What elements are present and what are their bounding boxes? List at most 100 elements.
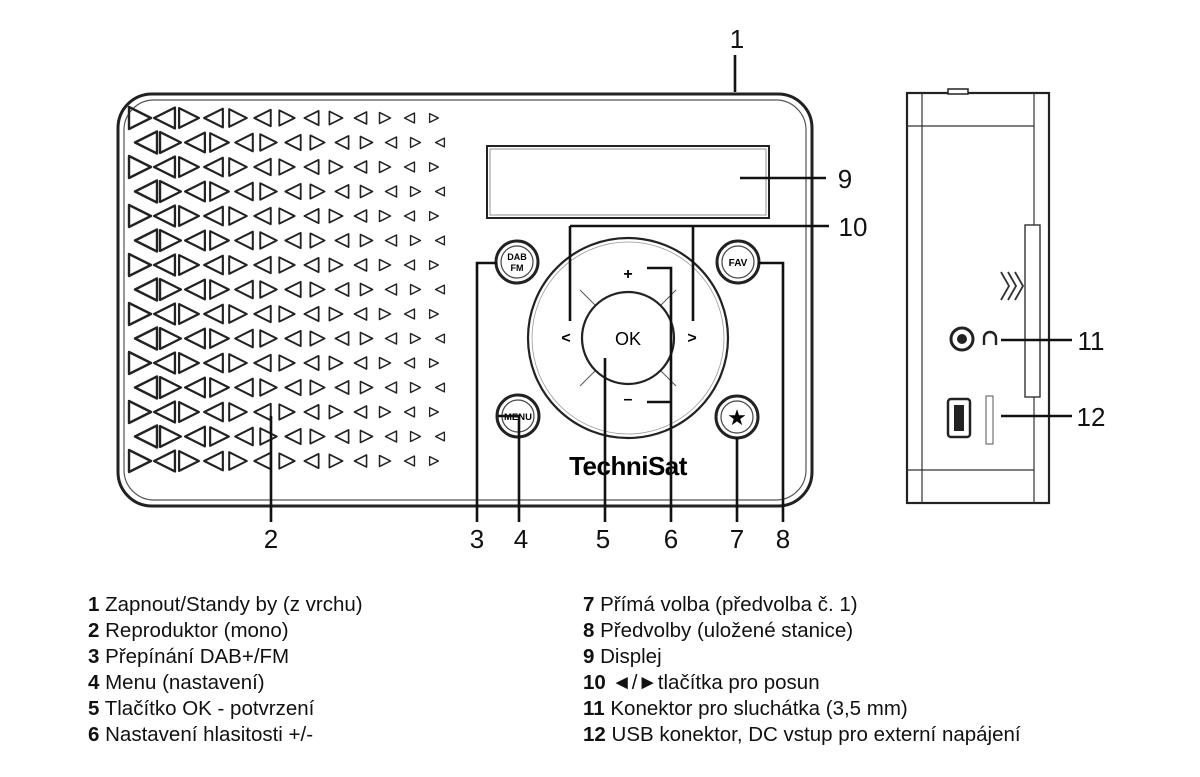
grille-hole: [428, 210, 440, 222]
dab-fm-button[interactable]: DAB FM: [494, 239, 540, 285]
grille-hole: [303, 109, 320, 127]
grille-hole: [158, 326, 183, 351]
grille-hole: [359, 380, 374, 395]
fav-label: FAV: [729, 258, 748, 269]
grille-hole: [403, 259, 416, 271]
grille-hole: [127, 301, 153, 327]
headphone-jack[interactable]: [949, 326, 975, 352]
grille-hole: [409, 136, 422, 149]
callout-1: 1: [730, 24, 744, 54]
volume-up-label[interactable]: +: [623, 266, 632, 283]
chevron-right-icon: [1000, 271, 1025, 301]
grille-hole: [409, 234, 422, 247]
grille-hole: [133, 424, 159, 449]
legend-item-8: 8 Předvolby (uložené stanice): [583, 619, 854, 642]
side-view: [905, 88, 1051, 505]
usb-port[interactable]: [946, 397, 972, 439]
legend-item-5: 5 Tlačítko OK - potvrzení: [88, 697, 315, 720]
grille-hole: [209, 230, 230, 251]
grille-hole: [234, 132, 254, 153]
grille-hole: [284, 133, 302, 152]
top-power-nub: [947, 88, 969, 95]
scroll-right-label[interactable]: >: [687, 330, 696, 347]
grille-hole: [328, 453, 344, 469]
grille-hole: [209, 377, 230, 398]
grille-hole: [434, 284, 446, 295]
grille-hole: [378, 258, 392, 272]
legend-item-2: 2 Reproduktor (mono): [88, 619, 289, 642]
grille-hole: [303, 256, 320, 274]
grille-hole: [253, 304, 272, 324]
grille-hole: [434, 137, 446, 148]
grille-hole: [203, 107, 224, 129]
grille-hole: [284, 231, 302, 250]
grille-hole: [434, 186, 446, 197]
grille-hole: [127, 154, 153, 180]
dab-label: DAB: [507, 252, 527, 262]
grille-hole: [328, 110, 344, 126]
grille-hole: [409, 381, 422, 394]
grille-hole: [378, 209, 392, 223]
grille-hole: [303, 158, 320, 176]
grille-hole: [152, 253, 177, 277]
grille-hole: [309, 428, 326, 445]
legend-item-7: 7 Přímá volba (předvolba č. 1): [583, 593, 858, 616]
grille-hole: [234, 328, 254, 349]
grille-hole: [403, 406, 416, 418]
grille-hole: [353, 160, 368, 174]
star-button[interactable]: ★: [714, 394, 760, 440]
grille-hole: [253, 206, 272, 226]
grille-hole: [359, 233, 374, 248]
grille-hole: [183, 327, 207, 350]
grille-hole: [203, 156, 224, 178]
grille-hole: [228, 255, 248, 275]
scroll-left-label[interactable]: <: [561, 330, 570, 347]
grille-hole: [203, 352, 224, 374]
grille-hole: [359, 184, 374, 199]
grille-hole: [353, 209, 368, 223]
grille-hole: [334, 331, 350, 346]
callout-9: 9: [838, 164, 852, 194]
usb-rating-mark: [985, 395, 994, 445]
grille-hole: [253, 402, 272, 422]
grille-hole: [228, 402, 248, 422]
grille-hole: [334, 282, 350, 297]
grille-hole: [328, 355, 344, 371]
grille-hole: [133, 179, 159, 204]
grille-hole: [228, 206, 248, 226]
grille-hole: [328, 306, 344, 322]
front-view: DAB FM FAV MENU ★ +: [116, 92, 814, 508]
grille-hole: [234, 426, 254, 447]
grille-hole: [428, 455, 440, 467]
grille-hole: [127, 252, 153, 278]
grille-hole: [428, 161, 440, 173]
grille-hole: [278, 305, 296, 323]
grille-hole: [284, 329, 302, 348]
grille-hole: [234, 377, 254, 398]
ok-label: OK: [615, 329, 641, 349]
radio-body-inner: [123, 99, 807, 501]
grille-hole: [177, 253, 201, 277]
grille-hole: [353, 454, 368, 468]
grille-hole: [309, 134, 326, 151]
ok-button[interactable]: OK: [580, 290, 676, 386]
grille-hole: [133, 277, 159, 302]
legend-item-1: 1 Zapnout/Standy by (z vrchu): [88, 593, 363, 616]
grille-hole: [409, 332, 422, 345]
grille-hole: [133, 375, 159, 400]
grille-hole: [228, 353, 248, 373]
grille-hole: [152, 400, 177, 424]
volume-down-label[interactable]: –: [624, 391, 633, 408]
grille-hole: [209, 426, 230, 447]
grille-hole: [303, 207, 320, 225]
grille-hole: [428, 308, 440, 320]
grille-hole: [127, 203, 153, 229]
grille-hole: [359, 282, 374, 297]
headphone-icon: [982, 330, 998, 345]
grille-hole: [378, 307, 392, 321]
grille-hole: [284, 182, 302, 201]
grille-hole: [183, 278, 207, 301]
fav-button[interactable]: FAV: [715, 239, 761, 285]
grille-hole: [183, 131, 207, 154]
grille-hole: [177, 155, 201, 179]
